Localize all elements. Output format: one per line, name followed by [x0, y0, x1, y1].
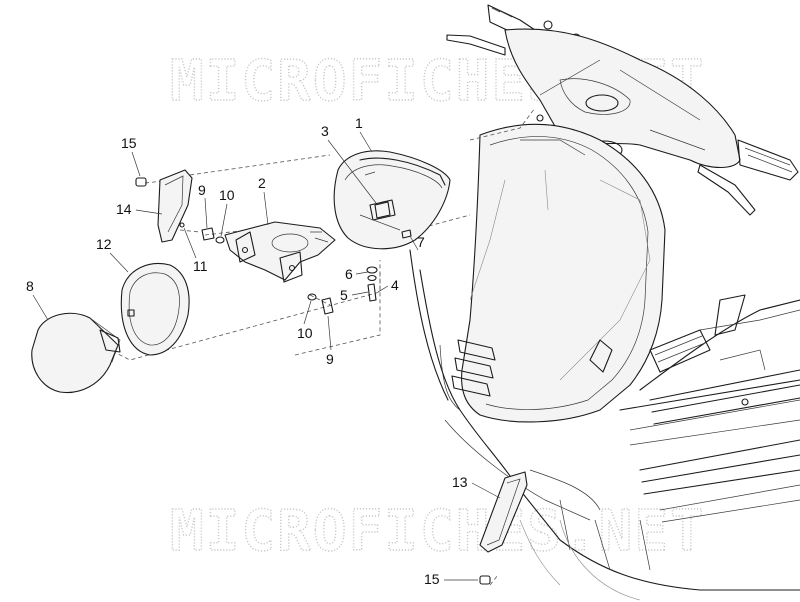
- small-hardware-left: [179, 222, 225, 244]
- headlight-trim-ring: [120, 263, 190, 356]
- front-indicator: [157, 169, 193, 243]
- screw-15-bottom: [479, 575, 491, 585]
- headlight-clip: [374, 201, 391, 219]
- callout-label: 5: [340, 287, 348, 303]
- callout-label: 13: [452, 474, 468, 490]
- callout-label: 15: [121, 135, 137, 151]
- callout-label: 12: [96, 236, 112, 252]
- callout-label: 2: [258, 175, 266, 191]
- callout-label: 8: [26, 278, 34, 294]
- callout-label: 1: [355, 115, 363, 131]
- headlight-front-cover: [333, 150, 451, 250]
- screw-15-top: [135, 177, 147, 187]
- side-reflector: [479, 471, 528, 553]
- callout-label: 9: [326, 351, 334, 367]
- callout-label: 6: [345, 266, 353, 282]
- callout-label: 10: [297, 325, 313, 341]
- watermark-bottom: MICROFICHES.NET: [170, 499, 706, 564]
- callout-label: 3: [321, 123, 329, 139]
- callout-label: 9: [198, 182, 206, 198]
- leader-lines: [32, 131, 501, 581]
- small-hardware-right: [307, 229, 412, 315]
- callout-label: 14: [116, 201, 132, 217]
- callout-label: 4: [391, 277, 399, 293]
- callout-label: 10: [219, 187, 235, 203]
- headlight-unit: [31, 312, 121, 394]
- scooter-body: [409, 4, 800, 601]
- callout-labels: 1 2 3 4 5 6 7 8 9 9 10 10 11 12 13 14 15…: [26, 115, 468, 587]
- callout-label: 7: [417, 234, 425, 250]
- callout-label: 11: [193, 258, 208, 274]
- callout-label: 15: [424, 571, 440, 587]
- headlight-bracket: [224, 221, 336, 283]
